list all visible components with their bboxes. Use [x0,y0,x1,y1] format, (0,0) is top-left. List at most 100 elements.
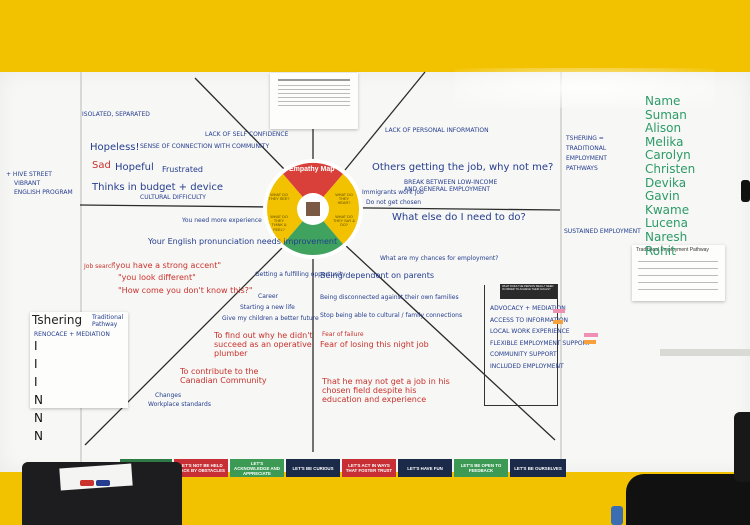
note-sustained: SUSTAINED EMPLOYMENT [564,228,641,235]
name-item: Christen [645,161,696,176]
sticky-tag: WHAT DOES THE PERSON REALLY NEED IN ORDE… [500,284,558,299]
note-lack-info: LACK OF PERSONAL INFORMATION [385,127,489,134]
note-look-different: "you look different" [118,273,196,282]
name-item: Suman [645,107,687,122]
note-immigrants-work: Immigrants work job [362,189,424,196]
tshering-sheet: Tshering Traditional Pathway RENOCACE + … [30,312,128,443]
red-marker [80,480,94,486]
name-item: Devika [645,175,687,190]
name-item: Gavin [645,189,680,204]
note-career: Career [258,293,279,300]
hub-see: WHAT DO THEY SEE? [268,193,290,202]
board-seam [560,72,562,472]
note-more-experience: You need more experience [182,217,262,224]
hub-hear: WHAT DO THEY HEAR? [335,193,353,206]
empathy-map-hub [263,159,363,259]
name-item: Naresh [645,229,688,244]
note-night-job: Fear of losing this night job [320,340,429,349]
need-item: ADVOCACY + MEDIATION [490,305,566,312]
value-strip: LET'S NOT BE HELD BACK BY OBSTACLES [174,459,228,477]
blue-marker [96,480,110,486]
note-chosen-field: That he may not get a job in his chosen … [322,377,450,404]
traditional-sheet-title: Traditional Employment Pathway [636,247,709,253]
note-job-search: Job search [84,263,116,270]
value-strip: LET'S BE OURSELVES [510,459,566,477]
name-item: Lucena [645,216,689,231]
orange-flag [553,320,563,324]
note-lack-confidence: LACK OF SELF CONFIDENCE [205,131,289,138]
pink-flag [584,333,598,337]
note-tshering-eq: TSHERING = [566,135,604,142]
value-strip: LET'S ACT IN WAYS THAT FOSTER TRUST [342,459,396,477]
note-employment: EMPLOYMENT [566,155,607,162]
note-plumber: To find out why he didn't succeed as an … [214,331,313,358]
wall-device [741,180,750,202]
need-item: ACCESS TO INFORMATION [490,316,569,324]
note-vibrant: VIBRANT [14,180,41,187]
hub-say: WHAT DO THEY SAY & DO? [333,215,355,228]
note-cultural: CULTURAL DIFFICULTY [140,194,206,201]
board-seam [80,72,82,472]
hub-think: WHAT DO THEY THINK & FEEL? [270,215,288,232]
water-bottle [611,506,623,525]
name-item: Rohit [645,243,676,258]
tshering-sheet-note: RENOCACE + MEDIATION [34,331,110,338]
note-changes: Changes [155,392,182,399]
need-item: COMMUNITY SUPPORT [490,351,557,359]
tshering-row: I [34,357,38,371]
note-sad: Sad [92,160,111,171]
value-strip: LET'S HAVE FUN [398,459,452,477]
note-dependent: Being dependent on parents [320,271,435,280]
note-english-program: ENGLISH PROGRAM [14,189,73,196]
pink-flag [553,309,565,313]
note-workplace: Workplace standards [148,401,211,408]
note-chances: What are my chances for employment? [380,255,499,262]
tshering-row: N [34,393,43,407]
note-how-come: "How come you don't know this?" [118,286,253,295]
tshering-sheet-rows: I I I N N N [34,337,43,445]
note-sense-connection: SENSE OF CONNECTION WITH COMMUNITY [140,143,270,150]
chair [626,474,750,525]
value-strip: LET'S ACKNOWLEDGE AND APPRECIATE [230,459,284,477]
note-fulfilling: Getting a fulfilling opportunity [255,271,346,278]
note-break-between: BREAK BETWEEN LOW-INCOME AND GENERAL EMP… [404,179,498,193]
tshering-row: N [34,411,43,425]
note-contribute: To contribute to the Canadian Community [180,367,267,385]
need-item: INCLUDED EMPLOYMENT [490,362,564,370]
note-others-job: Others getting the job, why not me? [372,162,554,173]
note-children: Give my children a better future [222,315,319,322]
need-item: FLEXIBLE EMPLOYMENT SUPPORT [490,339,590,347]
value-strip: LET'S BE CURIOUS [286,459,340,477]
tshering-row: I [34,375,38,389]
note-isolated: ISOLATED, SEPARATED [82,111,150,118]
needs-list: ADVOCACY + MEDIATION ACCESS TO INFORMATI… [490,305,590,376]
orange-flag [584,340,596,344]
note-disconnected: Being disconnected against their own fam… [320,294,459,301]
note-traditional: TRADITIONAL [566,145,607,152]
marker-tray [660,349,750,356]
instruction-sheet [270,73,358,129]
name-item: Name [645,94,681,108]
note-pronunciation: Your English pronunciation needs improve… [148,237,338,246]
note-hopeless: Hopeless! [90,142,140,153]
needs-bracket [484,285,558,406]
light-glare [455,68,715,108]
note-new-life: Starting a new life [240,304,295,311]
tshering-sheet-name: Tshering [32,313,83,327]
chair-back [734,412,750,482]
name-item: Carolyn [645,148,691,163]
tshering-sheet-sub: Traditional Pathway [92,314,124,328]
tshering-row: I [34,339,38,353]
names-list: Name Suman Alison Melika Carolyn Christe… [645,94,696,258]
tshering-row: N [34,429,43,443]
name-item: Melika [645,134,684,149]
note-fear-failure: Fear of failure [322,331,364,338]
note-frustrated: Frustrated [162,165,204,174]
note-strong-accent: "you have a strong accent" [112,261,222,270]
note-budget: Thinks in budget + device [92,182,224,193]
value-strip: LET'S BE OPEN TO FEEDBACK [454,459,508,477]
note-pathways: PATHWAYS [566,165,598,172]
note-what-else: What else do I need to do? [392,212,526,223]
note-not-chosen: Do not get chosen [366,199,422,206]
